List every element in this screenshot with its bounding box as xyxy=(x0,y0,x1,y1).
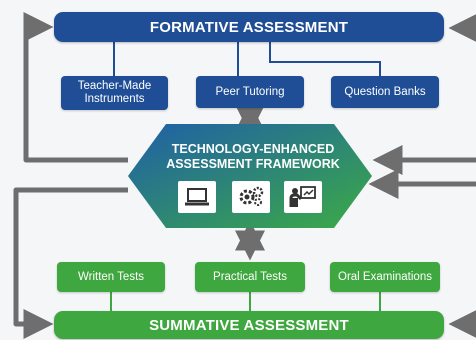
connector-formative-questionbank xyxy=(269,42,381,76)
summative-connectors xyxy=(110,290,381,312)
question-banks-box: Question Banks xyxy=(331,76,439,108)
formative-assessment-banner: FORMATIVE ASSESSMENT xyxy=(54,12,444,42)
presenter-board-icon xyxy=(284,181,322,213)
question-banks-label: Question Banks xyxy=(344,85,426,98)
teacher-made-instruments-box: Teacher-Made Instruments xyxy=(61,76,168,110)
practical-tests-label: Practical Tests xyxy=(213,270,287,283)
peer-tutoring-box: Peer Tutoring xyxy=(196,76,304,108)
written-tests-box: Written Tests xyxy=(57,262,165,292)
summative-assessment-banner: SUMMATIVE ASSESSMENT xyxy=(54,311,444,339)
framework-title: TECHNOLOGY-ENHANCED ASSESSMENT FRAMEWORK xyxy=(166,142,340,171)
written-tests-label: Written Tests xyxy=(77,270,145,283)
practical-tests-box: Practical Tests xyxy=(195,262,305,292)
formative-assessment-title: FORMATIVE ASSESSMENT xyxy=(149,18,349,36)
loop-arrow-left-bottom xyxy=(13,187,128,339)
peer-tutoring-label: Peer Tutoring xyxy=(215,85,285,98)
teacher-made-instruments-label: Teacher-Made Instruments xyxy=(77,80,152,105)
laptop-icon xyxy=(178,181,216,213)
gears-icon xyxy=(232,181,270,213)
formative-connectors xyxy=(113,42,381,76)
loop-arrow-left-top xyxy=(23,12,128,163)
summative-assessment-title: SUMMATIVE ASSESSMENT xyxy=(149,316,349,334)
oral-examinations-label: Oral Examinations xyxy=(338,270,432,283)
oral-examinations-box: Oral Examinations xyxy=(330,262,440,292)
